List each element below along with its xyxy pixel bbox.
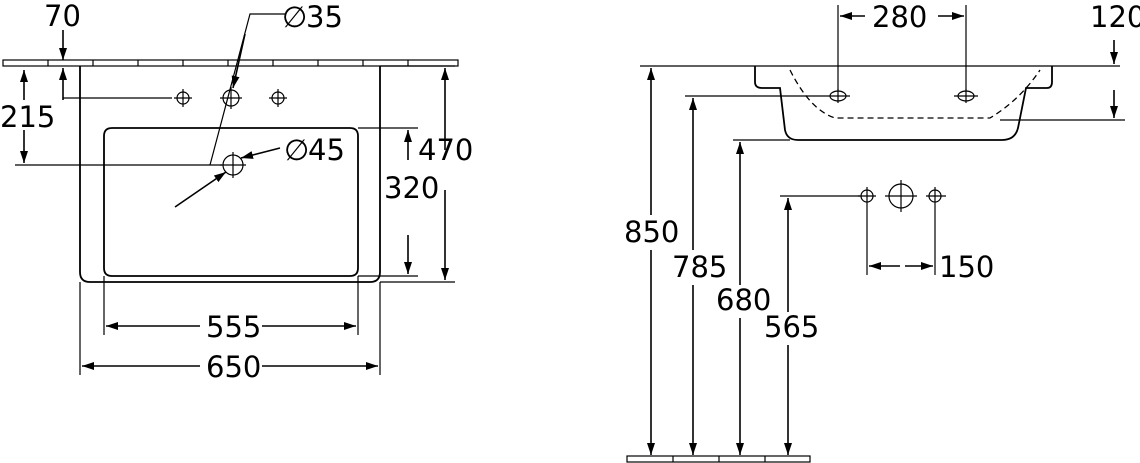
svg-text:∅: ∅ (284, 133, 309, 167)
supply-fitting-icon-left (858, 187, 876, 205)
svg-text:45: 45 (308, 133, 345, 167)
dim-height-fixing: 785 (672, 250, 727, 284)
dim-overall-depth: 470 (418, 133, 473, 167)
dim-tap-offset: 70 (44, 0, 81, 33)
dim-waste-diameter: ∅ 45 (284, 133, 345, 167)
dim-rim-height: 120 (1090, 0, 1140, 34)
dim-bowl-width: 555 (206, 310, 261, 344)
waste-hole-icon (220, 152, 246, 178)
supply-fitting-icon-center (885, 180, 917, 212)
dim-height-total: 850 (624, 215, 679, 249)
tap-hole-icon-right (269, 89, 287, 107)
dim-tap-hole-diameter: ∅ 35 (282, 0, 343, 34)
svg-text:∅: ∅ (282, 0, 307, 34)
dim-height-waste: 680 (716, 283, 771, 317)
dim-height-supply: 565 (764, 310, 819, 344)
side-view: 280 120 150 (624, 0, 1140, 463)
floor-strip (626, 455, 811, 463)
dim-bowl-depth: 320 (384, 171, 439, 205)
tap-hole-icon-left (174, 89, 192, 107)
dim-supply-spacing: 150 (939, 250, 994, 284)
dim-overall-width: 650 (206, 350, 261, 384)
basin-bowl-dashed (789, 69, 1041, 119)
dim-depth-to-tap: 215 (0, 100, 55, 134)
basin-bowl (103, 127, 359, 277)
fixing-hole-icon-left (826, 89, 850, 103)
supply-fitting-icon-right (926, 187, 946, 205)
top-view: 70 215 ∅ 35 ∅ 45 470 320 (0, 0, 473, 384)
dim-fixing-spacing: 280 (872, 0, 927, 34)
wall-strip-top (2, 59, 459, 67)
svg-text:35: 35 (306, 0, 343, 34)
basin-side-profile (754, 66, 1053, 141)
fixing-hole-icon-right (954, 89, 978, 103)
tap-hole-icon-center (220, 87, 242, 109)
